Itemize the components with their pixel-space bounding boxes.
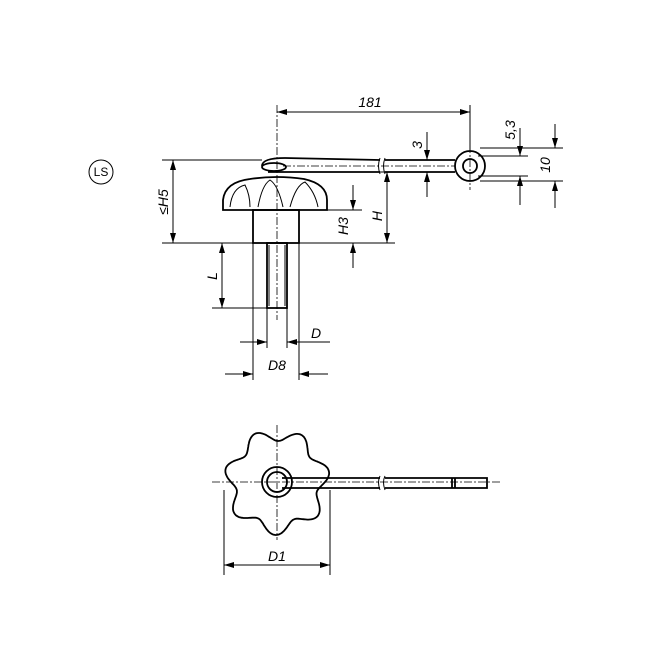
- ls-badge-text: LS: [94, 165, 109, 179]
- dim-181: 181: [358, 94, 381, 110]
- ls-badge: LS: [88, 159, 114, 185]
- dim-l: L: [204, 272, 220, 280]
- dim-3: 3: [409, 141, 425, 149]
- side-view: 181 3 5,3 10 ≤H5 H3 H L D D8: [155, 94, 563, 380]
- dim-d1: D1: [268, 548, 286, 564]
- dim-10: 10: [537, 157, 553, 173]
- dim-h3: H3: [335, 217, 351, 235]
- top-view: D1: [212, 425, 500, 575]
- dim-h5: ≤H5: [155, 189, 171, 215]
- dim-5-3: 5,3: [502, 120, 518, 140]
- dim-d8: D8: [268, 357, 286, 373]
- dim-h: H: [369, 210, 385, 221]
- dim-d: D: [311, 325, 321, 341]
